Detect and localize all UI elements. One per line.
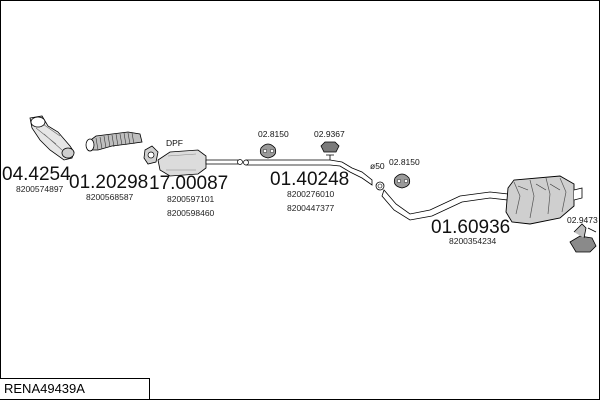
oem-ref-intermediate-pipe-2: 8200447377 — [287, 203, 335, 213]
rubber-mount — [320, 141, 340, 153]
clamp-ring — [375, 181, 385, 191]
bracket-label: 02.9473 — [567, 215, 598, 225]
part-number-dpf: 17.00087 — [149, 173, 229, 194]
part-number-catalytic-converter: 04.4254 — [2, 164, 71, 185]
clamp-diameter-label: ø50 — [370, 161, 385, 171]
flexible-front-pipe — [85, 131, 143, 152]
oem-ref-dpf-1: 8200597101 — [167, 194, 215, 204]
rubber-hanger-rear — [393, 173, 411, 189]
mounting-bracket — [569, 223, 597, 253]
diesel-particulate-filter — [157, 149, 243, 177]
oem-ref-intermediate-pipe-1: 8200276010 — [287, 189, 335, 199]
hanger-label-left: 02.8150 — [258, 129, 289, 139]
rear-silencer — [381, 175, 583, 225]
oem-ref-dpf-2: 8200598460 — [167, 208, 215, 218]
part-number-intermediate-pipe: 01.40248 — [270, 169, 350, 190]
hanger-label-right: 02.8150 — [389, 157, 420, 167]
part-number-front-pipe: 01.20298 — [69, 172, 149, 193]
intermediate-pipe — [243, 154, 373, 186]
oem-ref-catalytic-converter: 8200574897 — [16, 184, 64, 194]
mount-label: 02.9367 — [314, 129, 345, 139]
diagram-title: RENA49439A — [4, 381, 85, 396]
oem-ref-rear-silencer: 8200354234 — [449, 236, 497, 246]
catalytic-converter — [29, 115, 75, 161]
flange-gasket — [143, 145, 159, 165]
oem-ref-front-pipe: 8200568587 — [86, 192, 134, 202]
diagram-title-box: RENA49439A — [0, 378, 150, 400]
dpf-tag: DPF — [166, 138, 183, 148]
part-number-rear-silencer: 01.60936 — [431, 217, 511, 238]
rubber-hanger — [259, 143, 277, 159]
